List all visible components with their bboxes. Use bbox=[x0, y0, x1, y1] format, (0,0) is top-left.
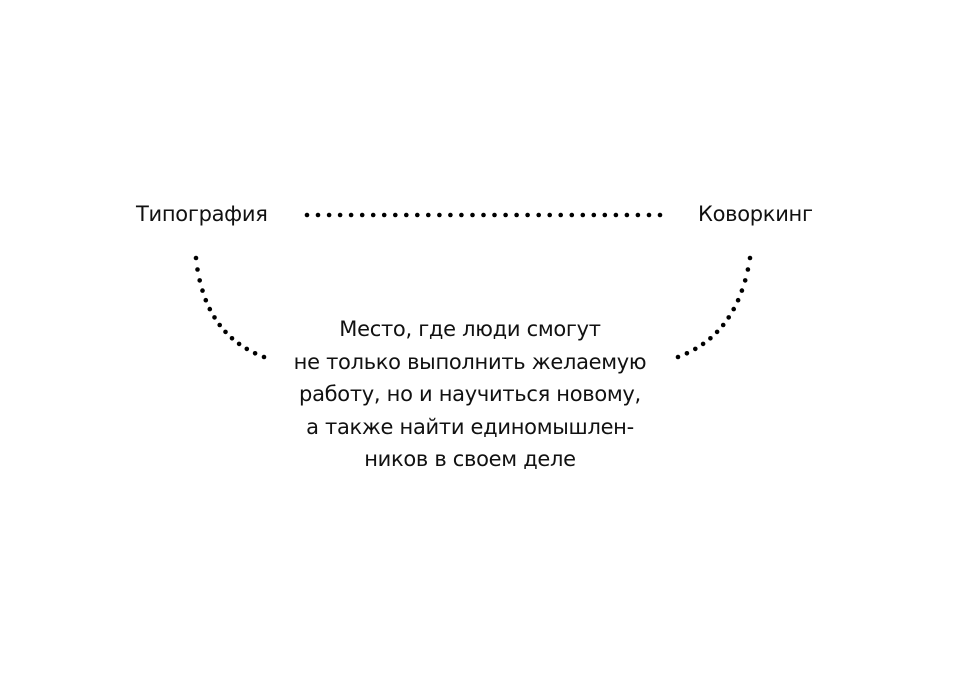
connector-dot bbox=[657, 212, 663, 218]
connector-dot bbox=[514, 212, 519, 218]
connector-dot bbox=[304, 212, 310, 218]
connector-dot bbox=[326, 212, 332, 218]
connector-dot bbox=[200, 288, 205, 293]
connector-dot bbox=[404, 212, 409, 218]
connector-dot bbox=[547, 212, 552, 218]
connector-dot bbox=[337, 212, 343, 218]
connector-dot bbox=[591, 212, 597, 218]
connector-dot bbox=[700, 341, 706, 347]
description-line: работу, но и научиться новому, bbox=[299, 382, 641, 406]
node-typography: Типография bbox=[136, 202, 268, 226]
connector-dot bbox=[203, 297, 209, 303]
dotted-arc-left bbox=[193, 255, 267, 360]
connector-dot bbox=[481, 212, 486, 218]
connector-dot bbox=[415, 212, 420, 218]
description-line: а также найти единомышлен- bbox=[306, 414, 634, 439]
connector-dot bbox=[569, 212, 575, 218]
connector-dot bbox=[613, 212, 619, 218]
connector-dot bbox=[348, 212, 354, 218]
connector-dot bbox=[459, 212, 464, 218]
connector-dot bbox=[393, 212, 398, 218]
connector-dot bbox=[646, 212, 652, 218]
description-line: Место, где люди смогут bbox=[339, 317, 601, 341]
connector-dot bbox=[624, 212, 630, 218]
connector-dot bbox=[492, 212, 497, 218]
connector-dot bbox=[684, 351, 690, 356]
connector-dot bbox=[720, 322, 726, 328]
connector-dot bbox=[714, 329, 720, 335]
connector-dot bbox=[193, 255, 199, 261]
connector-dot bbox=[370, 212, 376, 218]
connector-dot bbox=[742, 278, 748, 283]
connector-dot bbox=[731, 306, 736, 312]
connector-dot bbox=[745, 267, 751, 272]
description-line: не только выполнить желаемую bbox=[293, 349, 647, 374]
connector-dot bbox=[580, 212, 586, 218]
description-text: Место, где люди смогут не только выполни… bbox=[270, 313, 670, 476]
connector-dot bbox=[470, 212, 475, 218]
dotted-line-horizontal bbox=[304, 212, 663, 218]
connector-dot bbox=[602, 212, 608, 218]
connector-dot bbox=[437, 212, 442, 218]
description-line: ников в своем деле bbox=[364, 447, 576, 471]
connector-dot bbox=[236, 341, 242, 347]
connector-dot bbox=[261, 354, 267, 360]
connector-dot bbox=[503, 212, 508, 218]
connector-dot bbox=[212, 315, 217, 320]
connector-dot bbox=[195, 267, 200, 272]
connector-dot bbox=[708, 336, 713, 341]
connector-dot bbox=[207, 306, 213, 312]
connector-dot bbox=[197, 278, 202, 283]
connector-dot bbox=[536, 212, 541, 218]
connector-dot bbox=[735, 297, 741, 303]
connector-dot bbox=[315, 212, 321, 218]
connector-dot bbox=[217, 322, 222, 328]
connector-dot bbox=[229, 336, 235, 341]
connector-dot bbox=[381, 212, 387, 218]
connector-dot bbox=[726, 315, 731, 320]
connector-dot bbox=[739, 288, 745, 293]
connector-dot bbox=[252, 351, 258, 356]
connector-dot bbox=[223, 329, 228, 335]
connector-dot bbox=[747, 255, 753, 261]
connector-dot bbox=[426, 212, 431, 218]
connector-dot bbox=[675, 354, 681, 360]
connector-dot bbox=[558, 212, 563, 218]
connector-dot bbox=[635, 212, 641, 218]
connector-dot bbox=[244, 346, 250, 352]
dotted-arc-right bbox=[675, 255, 753, 360]
node-coworking: Коворкинг bbox=[698, 202, 813, 226]
connector-dot bbox=[448, 212, 453, 218]
connector-dot bbox=[693, 346, 698, 352]
connector-dot bbox=[525, 212, 530, 218]
connector-dot bbox=[359, 212, 365, 218]
